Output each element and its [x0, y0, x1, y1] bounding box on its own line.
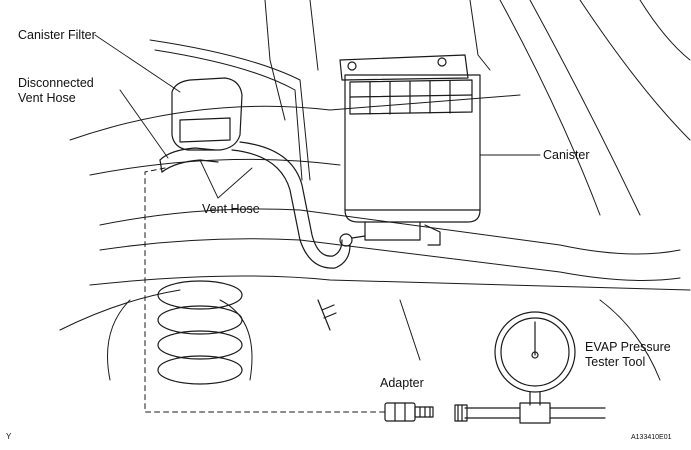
label-vent-hose: Vent Hose: [202, 202, 260, 216]
label-adapter: Adapter: [380, 376, 424, 390]
vent-hose: [231, 141, 366, 269]
leader-lines: [94, 34, 541, 199]
label-disconnected-vent-hose-line1: Disconnected: [18, 76, 94, 90]
figure-code: A133410E01: [631, 434, 672, 441]
evap-tester-tool: [454, 311, 606, 424]
corner-mark-left: Y: [6, 432, 12, 441]
label-evap-tool-line2: Tester Tool: [585, 355, 646, 369]
canister-body: [339, 54, 481, 246]
canister-filter: [171, 77, 243, 151]
coil-spring: [157, 280, 243, 385]
label-disconnected-vent-hose-line2: Vent Hose: [18, 91, 76, 105]
label-evap-tool-line1: EVAP Pressure: [585, 340, 671, 354]
label-canister: Canister: [543, 148, 590, 162]
vehicle-frame-lines: [59, 0, 691, 381]
label-canister-filter: Canister Filter: [18, 28, 96, 42]
shock-rod: [317, 299, 337, 331]
dashed-connection-line: [144, 167, 386, 413]
adapter-part: [384, 402, 434, 422]
